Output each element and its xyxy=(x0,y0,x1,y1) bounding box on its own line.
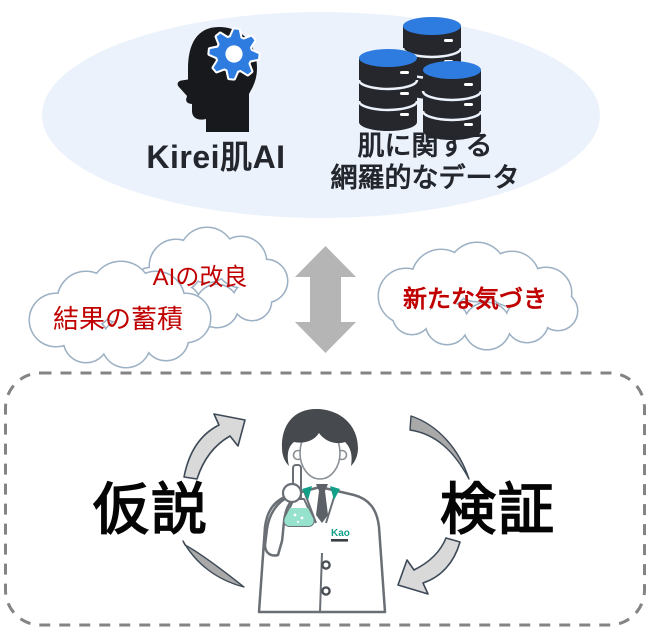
data-title-line2: 網羅的なデータ xyxy=(330,162,520,193)
cloud-label-accumulate: 結果の蓄積 xyxy=(52,304,183,334)
data-title: 肌に関する 網羅的なデータ xyxy=(322,131,528,195)
dashed-cycle-box xyxy=(4,371,646,627)
head-with-gear-icon xyxy=(177,27,261,132)
gear-icon xyxy=(207,27,261,81)
hair xyxy=(281,409,358,466)
hypothesis-label: 仮説 xyxy=(93,478,209,541)
bubble-dot xyxy=(300,516,304,520)
collar-accent-left xyxy=(302,486,312,500)
collar-accent-right xyxy=(330,486,340,500)
database-stack-icon xyxy=(357,17,483,140)
coat-button xyxy=(321,586,331,596)
double-vertical-arrow-icon xyxy=(295,246,356,353)
bubble-dot xyxy=(293,513,297,517)
data-title-line1: 肌に関する xyxy=(357,131,493,161)
ai-title: Kirei肌AI xyxy=(146,139,286,175)
cycle-arrow-bottom-left-icon xyxy=(182,540,245,588)
cloud-label-insight: 新たな気づき xyxy=(403,286,547,313)
coat-button xyxy=(321,560,331,570)
cloud-label-improve: AIの改良 xyxy=(152,264,248,291)
flask-liquid xyxy=(284,508,314,526)
scientist-with-flask-illustration: Kao xyxy=(257,409,387,614)
bubble-dot xyxy=(296,520,300,524)
top-ellipse-background xyxy=(42,12,600,218)
cycle-arrow-top-right-icon xyxy=(409,415,470,480)
cycle-arrow-top-left-icon xyxy=(183,413,246,480)
cycle-arrow-bottom-right-icon xyxy=(397,537,461,595)
verification-label: 検証 xyxy=(440,478,556,541)
tie xyxy=(316,484,328,523)
hand-fist xyxy=(281,482,303,504)
kao-logo: Kao xyxy=(331,528,350,539)
database-cylinder xyxy=(421,61,483,140)
kao-logo-underline xyxy=(331,539,348,542)
cloud-accumulate xyxy=(28,260,212,369)
cloud-insight xyxy=(377,241,579,351)
database-cylinder xyxy=(357,49,419,131)
